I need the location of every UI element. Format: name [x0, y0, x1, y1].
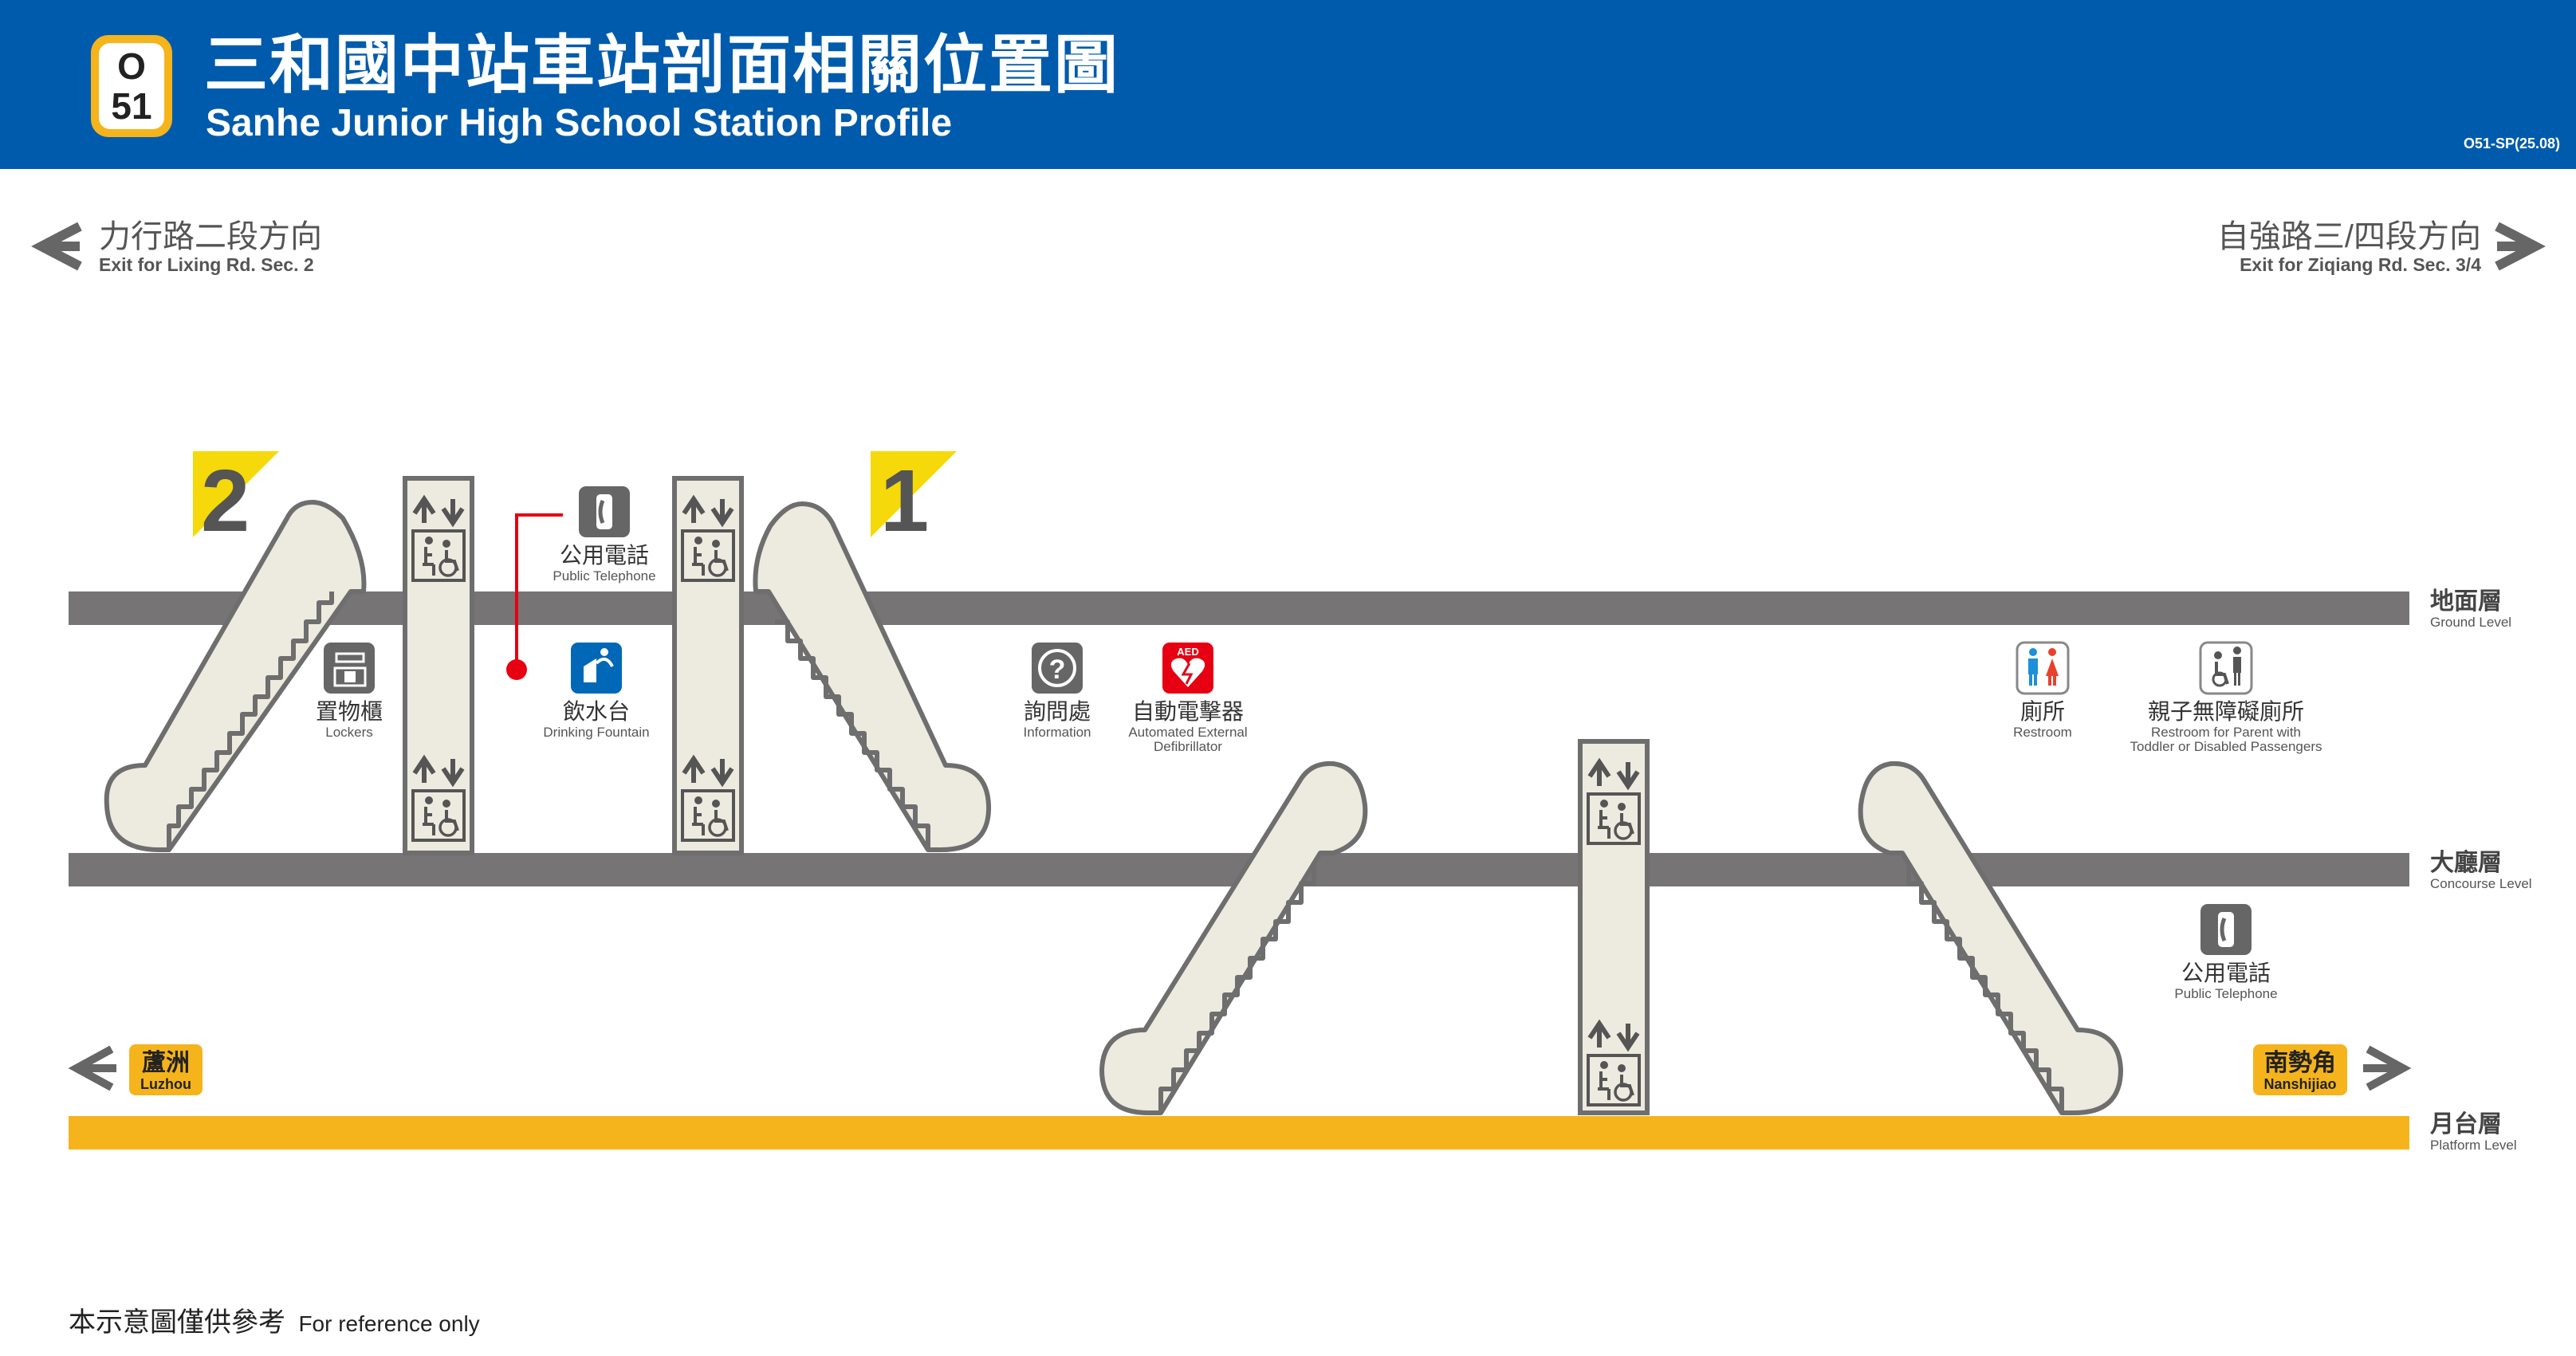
- exit-1-number: 1: [880, 452, 929, 550]
- aed-icon-label: AED: [1177, 646, 1198, 658]
- aed-en-2: Defibrillator: [1154, 739, 1222, 754]
- aed-en-1: Automated External: [1128, 725, 1247, 740]
- fountain-en: Drinking Fountain: [543, 725, 649, 740]
- nanshijiao-destination: 南勢角 Nanshijiao: [2253, 1044, 2347, 1095]
- lockers-en: Lockers: [325, 725, 373, 740]
- concourse-level-en: Concourse Level: [2430, 876, 2532, 891]
- station-code-badge: O 51: [91, 35, 172, 137]
- telephone-icon: [2200, 904, 2252, 955]
- telephone-top-en: Public Telephone: [553, 568, 655, 584]
- family-restroom-en-1: Restroom for Parent with: [2151, 725, 2301, 740]
- drinking-fountain-icon: [571, 643, 622, 694]
- luzhou-en: Luzhou: [140, 1076, 191, 1092]
- telephone-bottom-zh: 公用電話: [2181, 961, 2271, 985]
- family-restroom-icon: [2199, 641, 2253, 695]
- restroom-icon: [2016, 641, 2070, 695]
- nanshijiao-en: Nanshijiao: [2263, 1076, 2336, 1092]
- telephone-leader-line: [515, 513, 563, 670]
- page-title-en: Sanhe Junior High School Station Profile: [206, 102, 953, 144]
- elevator-middle: [672, 476, 744, 855]
- left-direction-en: Exit for Lixing Rd. Sec. 2: [99, 254, 314, 275]
- telephone-top-zh: 公用電話: [560, 543, 649, 568]
- telephone-bottom-en: Public Telephone: [2174, 986, 2277, 1001]
- ground-level-zh: 地面層: [2430, 588, 2502, 615]
- footer-note-zh: 本示意圖僅供參考: [69, 1307, 285, 1338]
- luzhou-arrow-icon: [68, 1045, 116, 1091]
- escalator-exit-1: [753, 501, 992, 852]
- right-direction-zh: 自強路三/四段方向: [2217, 219, 2481, 254]
- location-dot-icon: [506, 659, 527, 680]
- luzhou-zh: 蘆洲: [142, 1050, 190, 1076]
- footer-note: 本示意圖僅供參考 For reference only: [69, 1307, 480, 1338]
- header-bar: O 51 三和國中站車站剖面相關位置圖 Sanhe Junior High Sc…: [0, 0, 2576, 169]
- nanshijiao-zh: 南勢角: [2264, 1050, 2336, 1076]
- information-icon: ?: [1032, 643, 1083, 694]
- left-direction-arrow-icon: [31, 222, 82, 271]
- svg-text:?: ?: [1049, 654, 1066, 685]
- escalator-platform-west: [1099, 761, 1368, 1115]
- lockers-zh: 置物櫃: [316, 699, 383, 724]
- document-code: O51-SP(25.08): [2463, 136, 2560, 151]
- platform-level-zh: 月台層: [2430, 1110, 2502, 1138]
- elevator-west: [403, 476, 474, 855]
- info-zh: 詢問處: [1024, 699, 1091, 724]
- luzhou-destination: 蘆洲 Luzhou: [129, 1044, 203, 1095]
- restroom-zh: 廁所: [2020, 699, 2065, 724]
- right-direction-en: Exit for Ziqiang Rd. Sec. 3/4: [2240, 254, 2481, 275]
- platform-level-bar: [69, 1116, 2409, 1150]
- footer-note-en: For reference only: [298, 1311, 479, 1336]
- ground-level-en: Ground Level: [2430, 615, 2511, 630]
- left-direction-zh: 力行路二段方向: [99, 219, 322, 254]
- nanshijiao-arrow-icon: [2363, 1045, 2412, 1091]
- page-title-zh: 三和國中站車站剖面相關位置圖: [204, 29, 1119, 100]
- restroom-en: Restroom: [2013, 725, 2072, 740]
- concourse-level-zh: 大廳層: [2430, 849, 2502, 876]
- platform-level-en: Platform Level: [2430, 1138, 2517, 1153]
- exit-2-number: 2: [201, 452, 250, 550]
- exit-2-marker: 2: [193, 451, 279, 550]
- exit-1-marker: 1: [871, 451, 957, 550]
- station-number: 51: [111, 85, 152, 127]
- telephone-icon: [579, 486, 630, 537]
- right-direction-arrow-icon: [2495, 222, 2546, 271]
- aed-zh: 自動電擊器: [1132, 699, 1244, 724]
- elevator-platform: [1578, 739, 1650, 1115]
- escalator-platform-east: [1858, 761, 2123, 1115]
- family-restroom-zh: 親子無障礙廁所: [2148, 699, 2304, 724]
- line-code: O: [117, 45, 146, 87]
- lockers-icon: [324, 643, 375, 694]
- family-restroom-en-2: Toddler or Disabled Passengers: [2130, 739, 2322, 754]
- fountain-zh: 飲水台: [563, 699, 630, 724]
- info-en: Information: [1023, 725, 1091, 740]
- aed-icon: AED: [1162, 643, 1213, 694]
- escalator-exit-2: [104, 500, 367, 852]
